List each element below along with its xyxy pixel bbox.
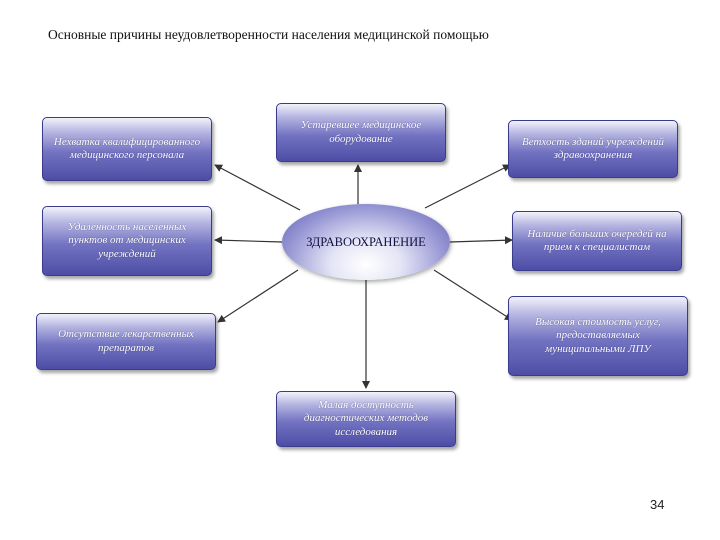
box-staff-shortage: Нехватка квалифицированного медицинского… xyxy=(42,117,212,181)
page-title: Основные причины неудовлетворенности нас… xyxy=(48,27,489,42)
arrow-to-cost xyxy=(433,269,513,321)
box-high-cost: Высокая стоимость услуг, предоставляемых… xyxy=(508,296,688,376)
arrow-to-drugs xyxy=(217,269,299,323)
box-old-buildings: Ветхость зданий учреждений здравоохранен… xyxy=(508,120,678,178)
hub-healthcare: ЗДРАВООХРАНЕНИЕ xyxy=(282,204,450,280)
arrow-to-buildings xyxy=(424,164,511,209)
box-staff-shortage-label: Нехватка квалифицированного медицинского… xyxy=(53,135,201,162)
box-diagnostics-access: Малая доступность диагностических методо… xyxy=(276,391,456,447)
box-old-buildings-label: Ветхость зданий учреждений здравоохранен… xyxy=(521,135,665,162)
hub-label: ЗДРАВООХРАНЕНИЕ xyxy=(306,234,426,249)
box-high-cost-label: Высокая стоимость услуг, предоставляемых… xyxy=(535,315,661,355)
box-outdated-equipment: Устаревшее медицинское оборудование xyxy=(276,103,446,162)
arrow-to-staff xyxy=(214,164,301,211)
box-drug-shortage: Отсутствие лекарственных препаратов xyxy=(36,313,216,370)
arrow-to-distance xyxy=(214,236,283,245)
arrow-to-queues xyxy=(449,236,513,245)
box-outdated-equipment-label: Устаревшее медицинское оборудование xyxy=(300,119,422,145)
box-remoteness-label: Удаленность населенных пунктов от медици… xyxy=(67,220,187,260)
page-number: 34 xyxy=(650,497,665,512)
box-drug-shortage-label: Отсутствие лекарственных препаратов xyxy=(58,328,194,354)
box-diagnostics-access-label: Малая доступность диагностических методо… xyxy=(303,398,429,438)
box-queues-label: Наличие больших очередей на прием к спец… xyxy=(527,227,667,254)
box-remoteness: Удаленность населенных пунктов от медици… xyxy=(42,206,212,276)
box-queues: Наличие больших очередей на прием к спец… xyxy=(512,211,682,271)
